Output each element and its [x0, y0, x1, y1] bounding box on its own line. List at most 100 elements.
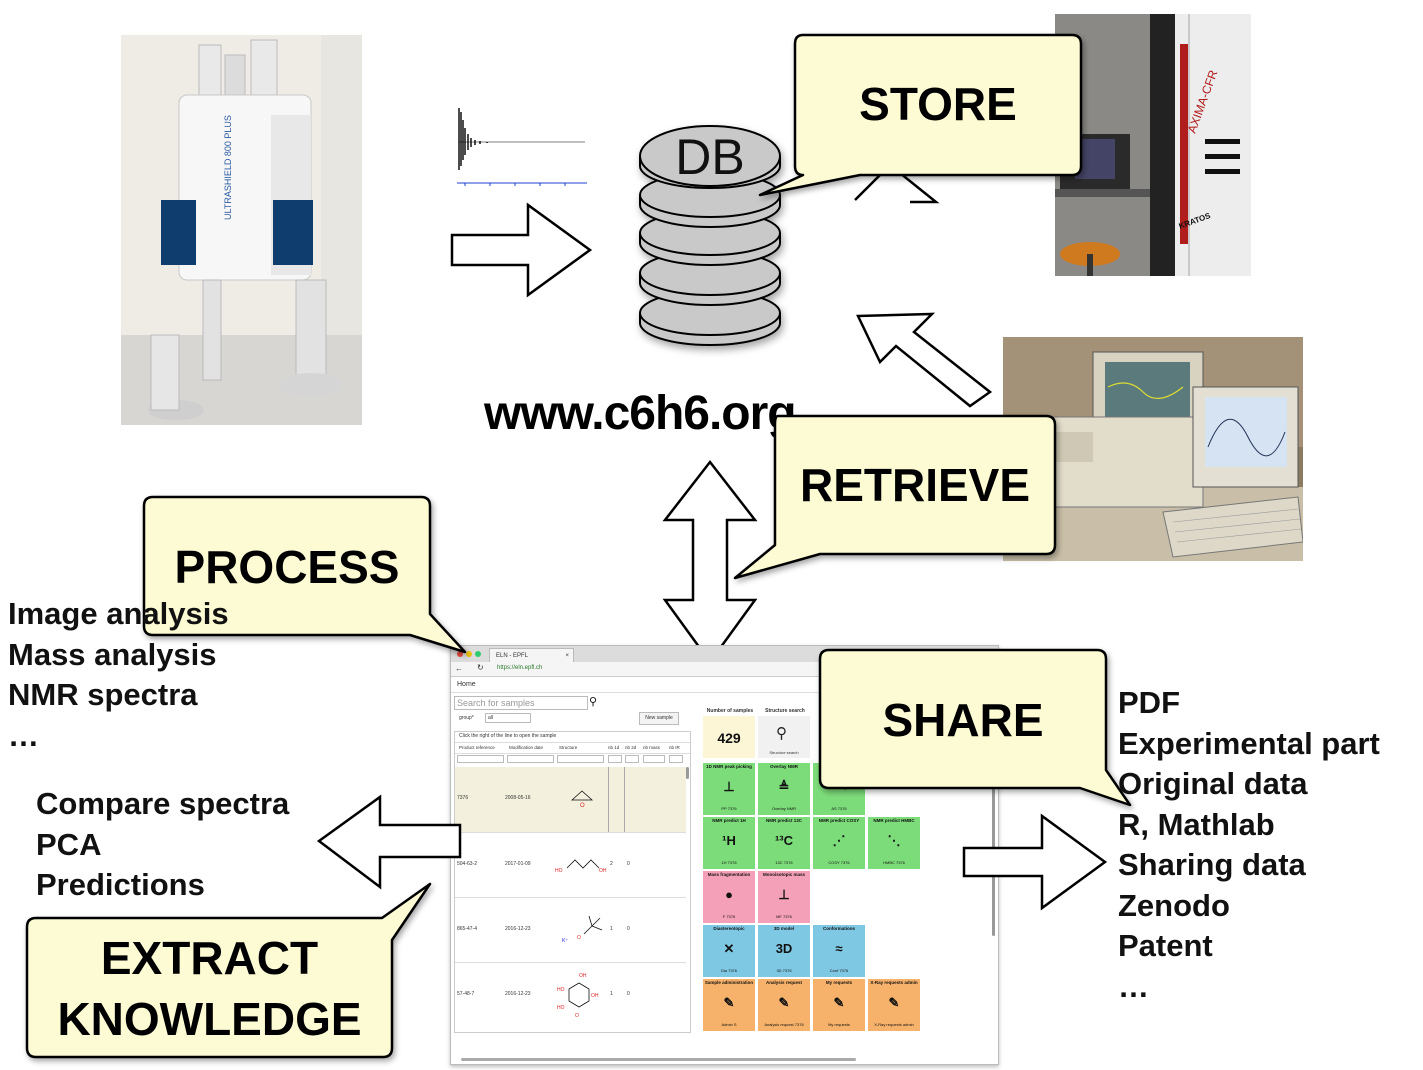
extract-knowledge-bubble — [25, 882, 432, 1059]
retrieve-bubble — [733, 414, 1057, 580]
tile-icon: ⋱ — [887, 833, 901, 848]
db-label: DB — [675, 129, 745, 185]
tile-icon: ≜ — [778, 779, 790, 794]
tile-title: X-Ray requests admin — [870, 980, 918, 985]
tile-icon: ¹H — [722, 833, 736, 848]
app-tile[interactable]: Conformations≈Conf 7376 — [813, 925, 865, 977]
col-nb-mass[interactable]: nb mass — [643, 745, 661, 750]
table-scrollbar[interactable] — [686, 767, 689, 779]
app-tile[interactable]: 1D NMR peak picking⊥PP 7376 — [703, 763, 755, 815]
tile-title: Mass fragmentation — [707, 872, 751, 877]
tile-sub: X-Ray requests admin — [874, 1022, 914, 1027]
samples-table: Click the right of the line to open the … — [454, 731, 691, 1033]
arrow-to-share — [962, 813, 1108, 911]
app-tile[interactable]: Overlay NMR≜Overlay NMR — [758, 763, 810, 815]
share-item: PDF — [1118, 685, 1180, 720]
tile-sub: 13C 7376 — [775, 860, 793, 865]
magnet-label: ULTRASHIELD 800 PLUS — [223, 115, 233, 220]
tile-icon: ✎ — [778, 995, 790, 1010]
process-item: Mass analysis — [8, 636, 217, 672]
tile-icon: ¹³C — [774, 833, 794, 848]
tile-sub: Analysis request 7376 — [764, 1022, 804, 1027]
reload-icon[interactable]: ↻ — [477, 663, 484, 672]
url-field[interactable]: https://eln.epfl.ch — [497, 665, 543, 671]
magnifier-icon: ⚲ — [776, 725, 787, 742]
process-label: PROCESS — [174, 541, 400, 593]
site-url[interactable]: www.c6h6.org — [484, 387, 797, 440]
row-nb1d: 1 — [610, 926, 613, 932]
window-close-dot[interactable] — [457, 651, 463, 657]
window-min-dot[interactable] — [466, 651, 472, 657]
col-nb-ir[interactable]: nb IR — [669, 745, 680, 750]
col-modification-date[interactable]: Modification date — [509, 745, 544, 750]
app-tile[interactable]: Mass fragmentation ● F 7376 — [703, 871, 755, 923]
col-nb-2d[interactable]: nb 2d — [625, 745, 637, 750]
page-scrollbar-vertical[interactable] — [992, 736, 995, 936]
tile-sub: HMBC 7376 — [883, 860, 905, 865]
filter-1d[interactable] — [608, 755, 622, 763]
filter-mass[interactable] — [643, 755, 665, 763]
tab-close-icon[interactable]: × — [565, 653, 569, 659]
svg-text:OH: OH — [579, 973, 587, 979]
mass-spectrometer-photo: AXIMA-CFR KRATOS — [1055, 14, 1251, 276]
browser-tab[interactable]: ELN - EPFL × — [489, 648, 574, 662]
svg-text:HO: HO — [557, 1005, 565, 1011]
search-icon[interactable]: ⚲ — [589, 696, 598, 708]
tile-title: Analysis request — [765, 980, 802, 985]
tile-title: Sample administration — [704, 980, 754, 985]
tile-title: NMR predict COSY — [818, 818, 860, 823]
app-tile[interactable]: Monoisotopic mass⊥MF 7376 — [758, 871, 810, 923]
share-item: … — [1118, 968, 1149, 1004]
back-icon[interactable]: ← — [455, 664, 463, 673]
col-product-reference[interactable]: Product reference — [459, 745, 495, 750]
process-item: … — [8, 717, 39, 753]
app-tile[interactable]: X-Ray requests admin✎X-Ray requests admi… — [868, 979, 920, 1031]
app-tile[interactable]: NMR predict COSY⋰COSY 7376 — [813, 817, 865, 869]
tab-title: ELN - EPFL — [496, 653, 529, 659]
home-link[interactable]: Home — [457, 681, 476, 688]
app-tile[interactable]: Sample administration✎Admin S — [703, 979, 755, 1031]
group-select[interactable]: all — [485, 713, 531, 723]
tile-icon: ● — [725, 887, 733, 902]
table-row[interactable]: 7376 2008-05-16 O — [455, 767, 686, 833]
page-scrollbar-horizontal[interactable] — [461, 1058, 856, 1061]
tile-title: Overlay NMR — [769, 764, 798, 769]
tile-sub: F 7376 — [722, 914, 736, 919]
app-tile[interactable]: Diastereotopic✕Dia 7376 — [703, 925, 755, 977]
structure-search-tile[interactable]: ⚲ Structure search — [758, 716, 810, 758]
filter-2d[interactable] — [625, 755, 639, 763]
filter-date[interactable] — [507, 755, 554, 763]
tile-sub: 1H 7376 — [721, 860, 737, 865]
tile-sub: 3D 7376 — [776, 968, 792, 973]
new-sample-button[interactable]: New sample — [639, 712, 679, 725]
filter-structure[interactable] — [557, 755, 604, 763]
filter-ref[interactable] — [457, 755, 504, 763]
tile-icon: ✎ — [833, 995, 845, 1010]
store-bubble — [758, 33, 1083, 197]
row-ref: 7376 — [457, 795, 469, 801]
arrow-to-db — [450, 202, 593, 298]
filter-ir[interactable] — [669, 755, 683, 763]
sample-search-input[interactable]: Search for samples — [454, 696, 588, 710]
sample-count-tile[interactable]: 429 — [703, 716, 755, 758]
tile-icon: 3D — [775, 941, 793, 956]
svg-text:HO: HO — [557, 987, 565, 993]
window-max-dot[interactable] — [475, 651, 481, 657]
col-structure[interactable]: Structure — [559, 745, 578, 750]
tile-title: Conformations — [823, 926, 855, 931]
row-date: 2016-12-23 — [505, 926, 531, 932]
process-item: Image analysis — [8, 596, 229, 631]
app-tile[interactable]: Analysis request ✎ Analysis request 7376 — [758, 979, 810, 1031]
tile-sub: Conf 7376 — [829, 968, 849, 973]
process-list: Image analysis Mass analysis NMR spectra… — [8, 594, 229, 756]
app-tile[interactable]: NMR predict HMBC⋱HMBC 7376 — [868, 817, 920, 869]
app-tile[interactable]: My requests✎My requests — [813, 979, 865, 1031]
col-nb-1d[interactable]: nb 1d — [608, 745, 620, 750]
